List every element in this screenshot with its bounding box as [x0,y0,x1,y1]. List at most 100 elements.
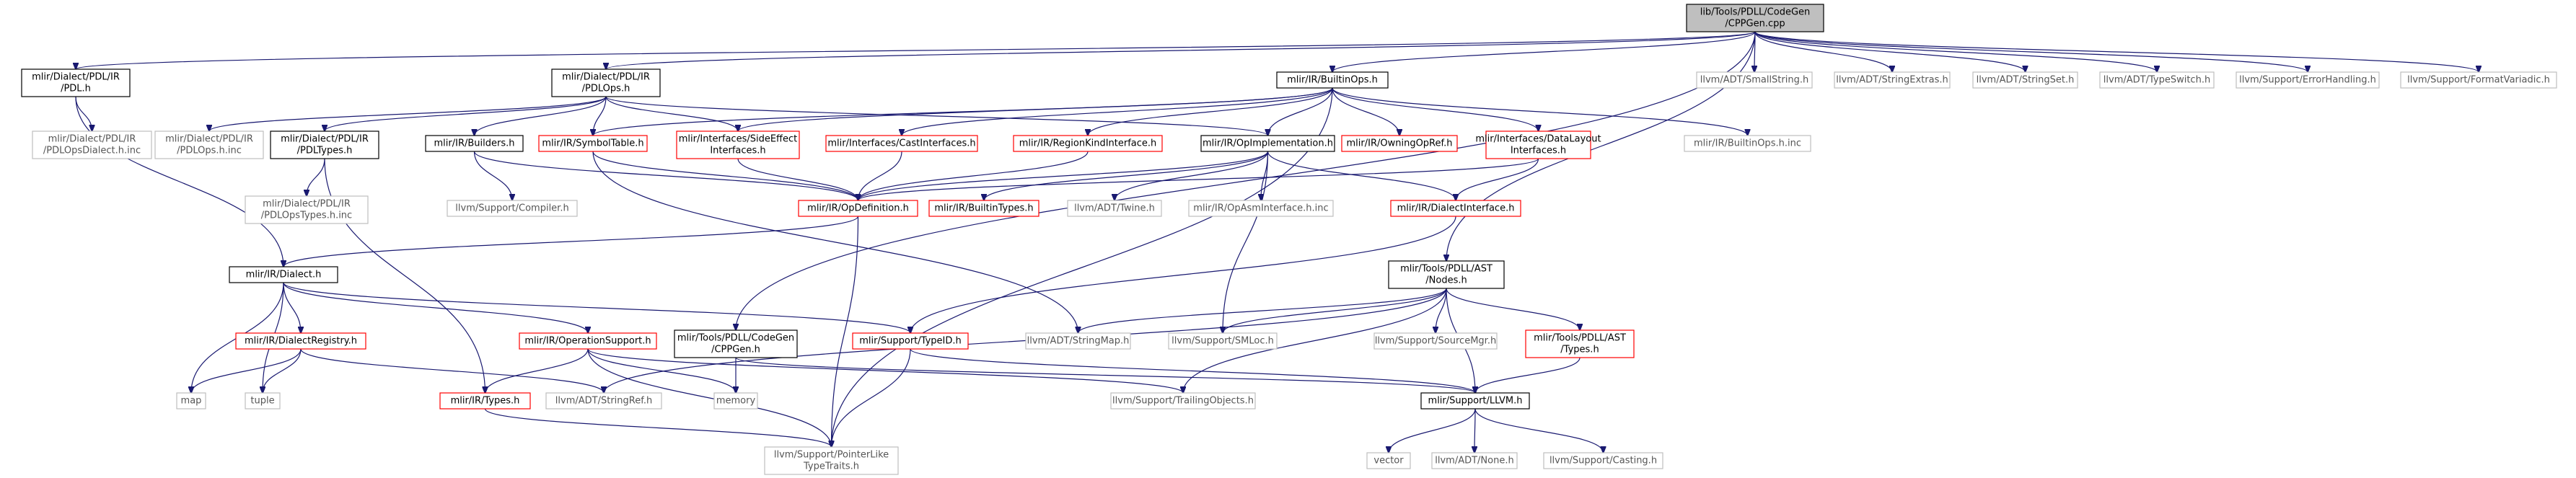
edge-operationsupport_h-to-trailingobjects_h [587,348,1183,393]
node-asttypes-h[interactable]: mlir/Tools/PDLL/AST/Types.h [1525,329,1635,358]
node-root[interactable]: lib/Tools/PDLL/CodeGen/CPPGen.cpp [1686,4,1824,32]
node-pdlopsdialect-inc: mlir/Dialect/PDL/IR/PDLOpsDialect.h.inc [32,130,152,159]
node-label: vector [1373,456,1404,466]
node-box [32,130,152,159]
edge-symboltable_h-to-opdefinition_h [592,151,858,200]
node-label: /CPPGen.cpp [1725,19,1785,30]
edge-sideeffect_h-to-opdefinition_h [737,158,858,200]
edge-opdefinition_h-to-pointerlike_h [832,216,859,447]
node-box [245,195,369,224]
node-owningopref-h[interactable]: mlir/IR/OwningOpRef.h [1341,135,1458,152]
node-builders-h[interactable]: mlir/IR/Builders.h [425,135,524,152]
node-types-h[interactable]: mlir/IR/Types.h [439,392,531,410]
edge-llvm_h-to-casting_h [1474,408,1604,453]
node-label: mlir/IR/OpImplementation.h [1203,138,1333,149]
edge-opdefinition_h-to-dialect_h [283,216,859,267]
node-regionkind-h[interactable]: mlir/IR/RegionKindInterface.h [1013,135,1163,152]
node-label: mlir/Support/TypeID.h [859,336,961,347]
node-pdlops-h[interactable]: mlir/Dialect/PDL/IR/PDLOps.h [551,68,661,97]
edge-dialectregistry_h-to-map [191,348,302,393]
node-box [1686,4,1824,32]
node-twine-h: llvm/ADT/Twine.h [1067,200,1162,217]
edge-dialect_h-to-operationsupport_h [283,282,588,333]
node-operationsupport-h[interactable]: mlir/IR/OperationSupport.h [519,332,657,350]
edge-typeid_h-to-llvm_h [910,348,1475,393]
node-box [1366,452,1411,469]
node-box [1972,71,2078,89]
node-label: /PDLOps.h [582,84,630,94]
node-label: mlir/IR/OpAsmInterface.h.inc [1193,203,1328,214]
edge-builders_h-to-compiler_h [473,151,513,200]
edge-opimpl_h-to-twine_h [1115,151,1269,200]
node-label: mlir/Tools/PDLL/AST [1400,264,1493,275]
node-box [439,392,531,410]
node-smallstring: llvm/ADT/SmallString.h [1696,71,1813,89]
node-label: llvm/ADT/SmallString.h [1700,75,1808,86]
node-nodes-h[interactable]: mlir/Tools/PDLL/AST/Nodes.h [1388,260,1505,289]
edge-pdlops_h-to-builders_h [475,96,607,136]
node-compiler-h: llvm/Support/Compiler.h [447,200,578,217]
node-label: mlir/IR/RegionKindInterface.h [1019,138,1157,149]
node-opimpl-h[interactable]: mlir/IR/OpImplementation.h [1200,135,1335,152]
node-box [2099,71,2215,89]
node-symboltable-h[interactable]: mlir/IR/SymbolTable.h [538,135,648,152]
node-box [1373,332,1498,350]
edge-dialect_h-to-dialectregistry_h [283,282,301,333]
edge-opimpl_h-to-builtintypes_h [984,151,1269,200]
node-label: llvm/Support/ErrorHandling.h [2239,75,2376,86]
node-pdltypes-h[interactable]: mlir/Dialect/PDL/IR/PDLTypes.h [270,130,379,159]
node-label: llvm/ADT/StringExtras.h [1836,75,1948,86]
edge-opimpl_h-to-dialectinterface_h [1267,151,1456,200]
node-label: lib/Tools/PDLL/CodeGen [1700,7,1811,18]
node-box [1485,130,1591,159]
node-label: llvm/Support/SourceMgr.h [1375,336,1496,347]
node-dialectregistry-h[interactable]: mlir/IR/DialectRegistry.h [235,332,366,350]
node-box [154,130,264,159]
node-box [551,68,661,97]
edge-asttypes_h-to-llvm_h [1475,357,1581,393]
node-label: mlir/IR/BuiltinOps.h.inc [1694,138,1801,149]
node-label: llvm/Support/Compiler.h [455,203,568,214]
node-box [1525,329,1635,358]
edge-root-to-typeswitch [1754,31,2157,72]
edge-builtinops_h-to-sideeffect_h [738,87,1333,131]
edge-builtinops_h-to-symboltable_h [593,87,1333,136]
node-box [245,392,281,410]
node-castinterfaces-h[interactable]: mlir/Interfaces/CastInterfaces.h [825,135,978,152]
node-dialect-h[interactable]: mlir/IR/Dialect.h [229,266,338,283]
edge-pdlops_h-to-opimpl_h [605,96,1268,136]
node-builtinops-h[interactable]: mlir/IR/BuiltinOps.h [1276,71,1389,89]
node-builtintypes-h[interactable]: mlir/IR/BuiltinTypes.h [928,200,1039,217]
node-typeid-h[interactable]: mlir/Support/TypeID.h [852,332,969,350]
node-label: llvm/Support/PointerLike [774,450,889,461]
node-box [1276,71,1389,89]
edge-pdl_h-to-pdlopsdialect_inc [75,96,92,131]
node-label: mlir/Dialect/PDL/IR [48,134,136,145]
node-box [1684,135,1811,152]
node-box [1834,71,1951,89]
node-none-h: llvm/ADT/None.h [1431,452,1518,469]
node-label: mlir/IR/OperationSupport.h [524,336,651,347]
node-label: llvm/ADT/StringSet.h [1977,75,2075,86]
node-label: mlir/IR/Builders.h [434,138,515,149]
node-label: mlir/Dialect/PDL/IR [281,134,369,145]
edge-llvm_h-to-none_h [1474,408,1475,453]
node-label: /PDLOps.h.inc [177,146,242,156]
node-pdl-h[interactable]: mlir/Dialect/PDL/IR/PDL.h [21,68,131,97]
edge-pdl_h-to-dialect_h [75,96,283,267]
node-opdefinition-h[interactable]: mlir/IR/OpDefinition.h [798,200,918,217]
node-box [447,200,578,217]
node-box [176,392,206,410]
node-label: map [181,396,202,407]
node-dialectinterface-h[interactable]: mlir/IR/DialectInterface.h [1390,200,1521,217]
node-label: llvm/ADT/TypeSwitch.h [2104,75,2210,86]
node-llvm-h[interactable]: mlir/Support/LLVM.h [1420,392,1530,410]
node-box [1168,332,1278,350]
edge-nodes_h-to-asttypes_h [1446,288,1580,330]
node-label: mlir/Dialect/PDL/IR [32,72,120,83]
node-cppgen-h[interactable]: mlir/Tools/PDLL/CodeGen/CPPGen.h [674,329,798,358]
edge-root-to-stringextras [1754,31,1892,72]
